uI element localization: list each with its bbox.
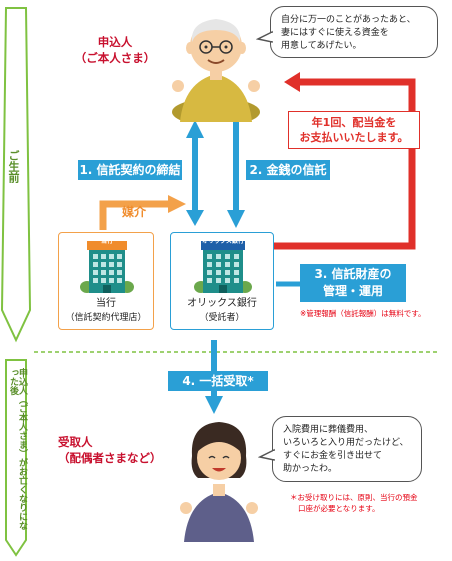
beneficiary-speech-line: すぐにお金を引き出せて: [283, 451, 383, 461]
applicant-name: 申込人 （ご本人さま）: [60, 34, 170, 66]
beneficiary-bubble-tail: [258, 448, 275, 461]
bank-local-box: 当行 当行 （信託契約代理店）: [58, 232, 154, 330]
step3-label-line: 管理・運用: [322, 284, 383, 298]
beneficiary-speech-line: 入院費用に葬儀費用、: [283, 425, 374, 435]
receipt-note-line: ＊お受け取りには、原則、当行の預金: [290, 493, 418, 502]
bank-orix-caption-line: （受託者）: [199, 313, 245, 323]
beneficiary-name-line: （配偶者さまなど）: [58, 451, 162, 465]
step4-arrow-head: [205, 396, 223, 414]
bank-orix-caption: オリックス銀行 （受託者）: [171, 297, 273, 325]
beneficiary-speech-bubble: 入院費用に葬儀費用、 いろいろと入り用だったけど、 すぐにお金を引き出せて 助か…: [272, 416, 422, 482]
beneficiary-speech-line: 助かったわ。: [283, 464, 338, 474]
step4-label: 4. 一括受取*: [168, 371, 268, 391]
step1-arrow-head-up: [186, 120, 204, 138]
beneficiary-speech-line: いろいろと入り用だったけど、: [283, 438, 409, 448]
step3-label: 3. 信託財産の 管理・運用: [300, 264, 406, 302]
step3-label-line: 3. 信託財産の: [314, 267, 392, 281]
dividend-arrow-line: [272, 78, 416, 250]
applicant-name-line: 申込人: [97, 35, 133, 49]
step1-arrow-head-down: [186, 210, 204, 226]
bank-local-building: [80, 241, 134, 293]
bank-local-caption-line: 当行: [96, 298, 116, 309]
receipt-note: ＊お受け取りには、原則、当行の預金 口座が必要となります。: [290, 492, 418, 514]
bank-orix-box: オリックス銀行 オリックス銀行 （受託者）: [170, 232, 274, 330]
bank-local-sign: 当行: [100, 238, 113, 245]
receipt-note-line: 口座が必要となります。: [298, 504, 380, 513]
step2-arrow-head: [227, 210, 245, 228]
fee-note: ※管理報酬（信託報酬）は無料です。: [300, 309, 426, 318]
step1-label: 1. 信託契約の締結: [78, 160, 182, 180]
bank-local-caption: 当行 （信託契約代理店）: [59, 297, 153, 325]
intermediary-arrow-head: [168, 195, 186, 213]
dividend-box: 年1回、配当金を お支払いいたします。: [288, 111, 420, 149]
intermediary-label: 媒介: [122, 205, 147, 219]
applicant-speech-bubble: 自分に万一のことがあったあと、 妻にはすぐに使える資金を 用意してあげたい。: [270, 6, 438, 58]
step2-label: 2. 金銭の信託: [246, 160, 330, 180]
applicant-illustration: [172, 19, 260, 122]
beneficiary-illustration: [180, 422, 258, 542]
dividend-label-line: 年1回、配当金を: [311, 116, 397, 129]
phase-label-after-death: 申込人（ご本人さま）がお亡くなりになった後: [8, 368, 27, 530]
applicant-speech-line: 用意してあげたい。: [281, 41, 362, 51]
beneficiary-name-line: 受取人: [58, 435, 93, 449]
phase-label-before-death: ご生前: [7, 150, 20, 183]
applicant-speech-line: 自分に万一のことがあったあと、: [281, 15, 416, 25]
bank-orix-sign: オリックス銀行: [202, 238, 244, 245]
intermediary-arrow-line: [99, 200, 168, 230]
beneficiary-name: 受取人 （配偶者さまなど）: [58, 434, 178, 466]
dividend-arrow-head: [284, 72, 300, 92]
bank-local-caption-line: （信託契約代理店）: [65, 313, 147, 323]
bank-orix-caption-line: オリックス銀行: [187, 298, 257, 309]
applicant-speech-line: 妻にはすぐに使える資金を: [281, 28, 389, 38]
dividend-label-line: お支払いいたします。: [299, 131, 409, 144]
applicant-bubble-tail: [256, 30, 273, 43]
applicant-name-line: （ご本人さま）: [74, 51, 156, 65]
bank-orix-building: [194, 241, 252, 293]
